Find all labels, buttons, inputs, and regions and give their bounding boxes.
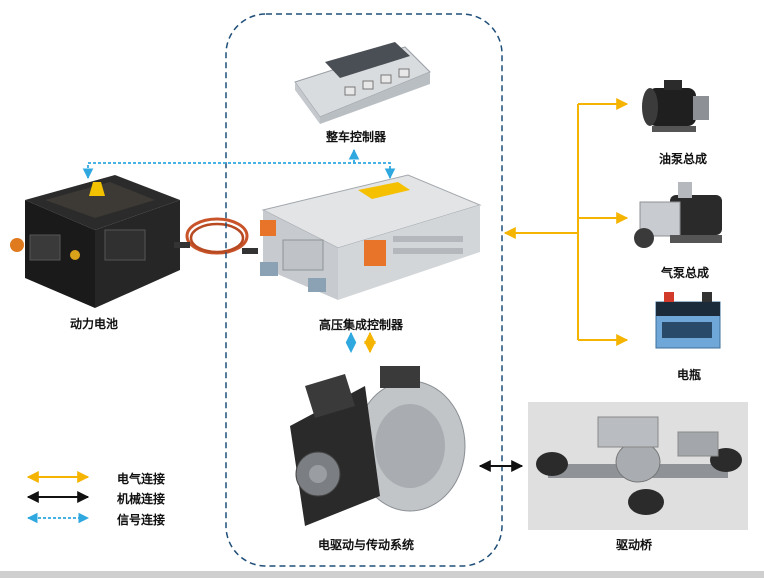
label-axle: 驱动桥: [616, 538, 653, 552]
vcu-illustration: [294, 42, 431, 124]
label-oil-pump: 油泵总成: [659, 152, 708, 166]
system-boundary: [225, 13, 503, 567]
legend-electrical-label: 电气连接: [117, 472, 166, 486]
signal-battery-hv: [82, 162, 396, 180]
label-air-pump: 气泵总成: [661, 266, 710, 280]
axle-illustration: [528, 402, 748, 530]
edrive-illustration: [290, 366, 466, 526]
bottle-illustration: [655, 292, 721, 349]
oil-pump-illustration: [642, 80, 709, 132]
label-edrive: 电驱动与传动系统: [318, 538, 415, 552]
label-bottle: 电瓶: [677, 368, 702, 382]
hv-controller-illustration: [260, 174, 482, 300]
bottom-bar: [0, 571, 764, 578]
label-battery: 动力电池: [70, 317, 119, 331]
battery-illustration: [10, 175, 180, 308]
label-hv-controller: 高压集成控制器: [319, 318, 404, 332]
label-vcu: 整车控制器: [326, 130, 387, 144]
legend-signal-label: 信号连接: [117, 513, 166, 527]
hv-cable-illustration: [174, 217, 258, 255]
legend-mechanical-label: 机械连接: [117, 492, 166, 506]
air-pump-illustration: [634, 182, 722, 248]
